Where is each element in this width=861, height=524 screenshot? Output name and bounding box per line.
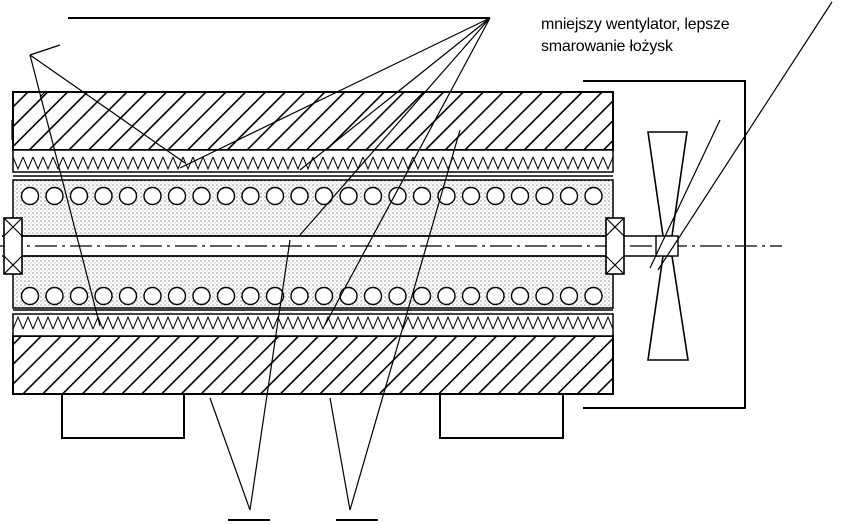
annotation-line-1: mniejszy wentylator, lepsze bbox=[541, 16, 730, 33]
bearing-right-icon bbox=[605, 217, 625, 275]
stator-teeth-pattern-top bbox=[12, 156, 614, 171]
rotor-bar bbox=[290, 286, 309, 306]
rotor-bar bbox=[584, 286, 603, 306]
rotor-bar bbox=[118, 186, 138, 206]
rotor-bar bbox=[167, 186, 187, 206]
rotor-bar bbox=[535, 286, 554, 306]
rotor-bar bbox=[510, 286, 530, 306]
stator-yoke-bottom bbox=[12, 335, 614, 395]
annotation-text: mniejszy wentylator, lepsze smarowanie ł… bbox=[541, 14, 801, 58]
fan-cover bbox=[583, 80, 746, 409]
rotor-bar bbox=[94, 286, 113, 306]
rotor-bar bbox=[388, 286, 407, 306]
rotor-bar bbox=[388, 186, 407, 206]
rotor-bar bbox=[290, 186, 309, 206]
rotor-bar bbox=[314, 186, 334, 206]
rotor-bar bbox=[559, 186, 579, 206]
rotor-bar bbox=[167, 286, 187, 306]
stator-tooth-outline bbox=[12, 156, 614, 171]
leader-lines bbox=[11, 1, 833, 511]
rotor-bar bbox=[339, 186, 358, 206]
rotor-bar bbox=[192, 286, 211, 306]
stator-yoke-top bbox=[12, 91, 614, 151]
rotor-bar bbox=[94, 186, 113, 206]
rotor-bar bbox=[584, 186, 603, 206]
mounting-foot-left bbox=[61, 394, 185, 439]
rotor-bar bbox=[118, 286, 138, 306]
rotor-bar bbox=[559, 286, 579, 306]
rotor-bar bbox=[143, 286, 162, 306]
rotor-bar bbox=[216, 186, 236, 206]
annotation-line-2: smarowanie łożysk bbox=[541, 38, 673, 55]
rotor-bar bbox=[461, 186, 481, 206]
bearing-left-icon bbox=[3, 217, 23, 275]
rotor-bar bbox=[486, 286, 505, 306]
rotor-bar bbox=[363, 286, 383, 306]
rotor-bar bbox=[265, 186, 285, 206]
rotor-bar bbox=[412, 286, 432, 306]
rotor-bars-top bbox=[20, 186, 603, 206]
rotor-bar bbox=[486, 186, 505, 206]
rotor-bar bbox=[535, 186, 554, 206]
rotor-bar bbox=[69, 186, 89, 206]
rotor-bar bbox=[339, 286, 358, 306]
rotor-bar bbox=[192, 186, 211, 206]
rotor-bar bbox=[20, 186, 40, 206]
rotor-bar bbox=[69, 286, 89, 306]
rotor-bar bbox=[314, 286, 334, 306]
fan-blade-icon bbox=[647, 131, 689, 361]
rotor-bar bbox=[437, 286, 456, 306]
rotor-bar bbox=[216, 286, 236, 306]
rotor-bar bbox=[45, 286, 64, 306]
rotor-bar bbox=[363, 186, 383, 206]
rotor-bar bbox=[510, 186, 530, 206]
rotor-bar bbox=[20, 286, 40, 306]
rotor-bar bbox=[143, 186, 162, 206]
stator-teeth-bottom bbox=[12, 313, 614, 337]
rotor-bar bbox=[241, 186, 260, 206]
rotor-bar bbox=[265, 286, 285, 306]
stator-teeth-top bbox=[12, 149, 614, 173]
rotor-bar bbox=[241, 286, 260, 306]
rotor-core-top bbox=[12, 179, 614, 237]
rotor-bars-bottom bbox=[20, 286, 603, 306]
rotor-bar bbox=[461, 286, 481, 306]
rotor-bar bbox=[45, 186, 64, 206]
rotor-bar bbox=[412, 186, 432, 206]
mounting-foot-right bbox=[439, 394, 564, 439]
